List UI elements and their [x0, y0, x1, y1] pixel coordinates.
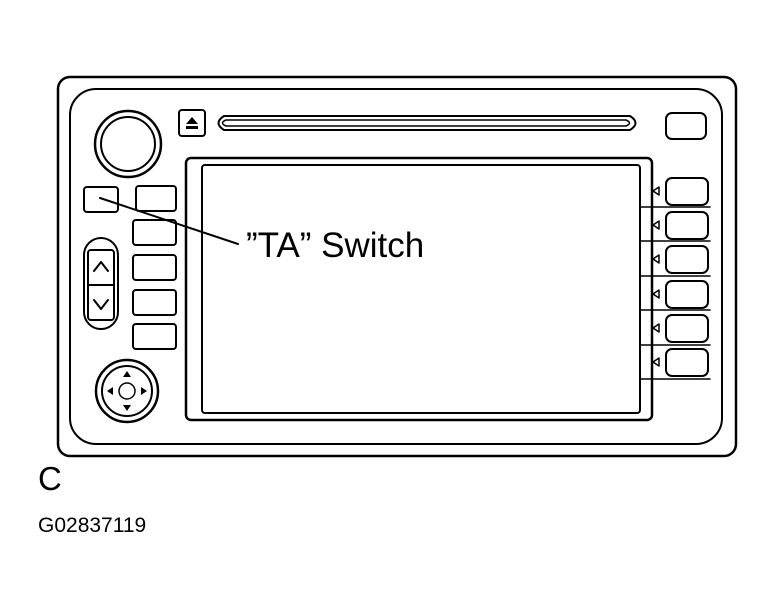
preset-button-1[interactable] [652, 177, 709, 206]
left-button-4[interactable] [132, 289, 177, 316]
callout-leader-line [99, 197, 239, 245]
power-volume-knob[interactable] [93, 109, 163, 179]
eject-button[interactable] [178, 109, 206, 137]
preset-button-4[interactable] [652, 280, 709, 309]
left-button-3[interactable] [132, 254, 177, 281]
disc-slot [217, 115, 637, 131]
preset-marker-icon [652, 357, 660, 367]
right-button-stack [639, 177, 711, 380]
left-button-column [132, 185, 177, 350]
left-button-5[interactable] [132, 323, 177, 350]
figure-id: G02837119 [38, 514, 147, 537]
preset-marker-icon [652, 220, 660, 230]
ta-switch-callout-label: ”TA” Switch [246, 226, 425, 265]
preset-button-6[interactable] [652, 348, 709, 377]
ta-switch[interactable] [83, 186, 119, 213]
preset-marker-icon [652, 186, 660, 196]
arrow-down-icon [93, 299, 109, 310]
top-right-button[interactable] [665, 112, 707, 140]
tune-arrow-icon [107, 371, 147, 411]
preset-marker-icon [652, 254, 660, 264]
tune-knob[interactable] [94, 358, 160, 424]
eject-icon [186, 117, 198, 129]
seek-rocker[interactable] [83, 237, 119, 330]
left-button-1[interactable] [135, 185, 177, 212]
view-letter: C [38, 460, 62, 497]
preset-marker-icon [652, 289, 660, 299]
preset-button-2[interactable] [652, 211, 709, 240]
arrow-up-icon [93, 261, 109, 272]
display-screen [184, 156, 654, 422]
preset-button-5[interactable] [652, 314, 709, 343]
unit-housing [56, 75, 738, 458]
preset-button-3[interactable] [652, 245, 709, 274]
preset-marker-icon [652, 323, 660, 333]
left-button-2[interactable] [132, 219, 177, 246]
